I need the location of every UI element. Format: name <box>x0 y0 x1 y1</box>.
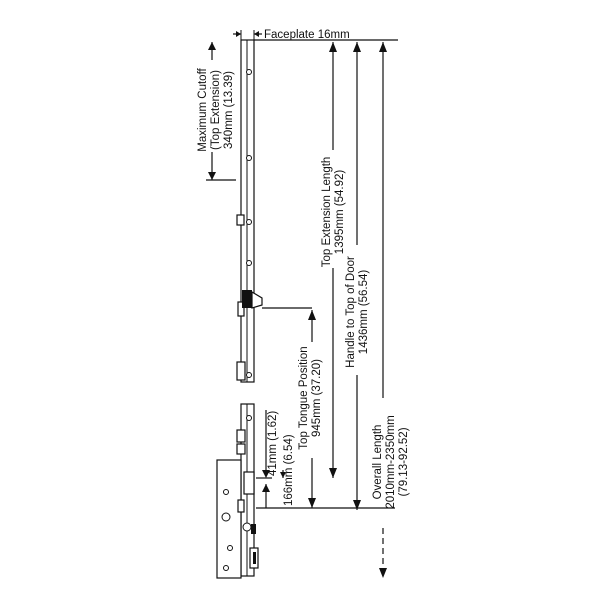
handle-label-2: 1436mm (56.54) <box>358 270 370 355</box>
max-cutoff-label-1: Maximum Cutoff <box>197 67 209 151</box>
max-cutoff-label-2: (Top Extension) <box>210 70 222 150</box>
overall-label-3: (79.13-92.52) <box>398 427 410 496</box>
top-extension-bar <box>236 39 263 383</box>
top-extension-label-1: Top Extension Length <box>321 157 333 268</box>
overall-label-2: 2010mm-2350mm <box>385 415 397 508</box>
dim-166-label: 166mm (6.54) <box>283 434 295 506</box>
tongue-label-1: Top Tongue Position <box>298 346 310 449</box>
small-dimensions: 41mm (1.62) 166mm (6.54) <box>256 410 395 509</box>
handle-label-1: Handle to Top of Door <box>345 256 357 368</box>
overall-length-dimension: Overall Length 2010mm-2350mm (79.13-92.5… <box>372 42 410 578</box>
top-extension-label-2: 1395mm (54.92) <box>334 170 346 255</box>
max-cutoff-label-3: 340mm (13.39) <box>223 71 235 149</box>
lock-gearbox <box>216 403 259 579</box>
faceplate-label: Faceplate 16mm <box>264 29 350 41</box>
max-cutoff-dimension: Maximum Cutoff (Top Extension) 340mm (13… <box>197 42 236 181</box>
top-extension-length-dimension: Top Extension Length 1395mm (54.92) <box>321 42 346 478</box>
overall-label-1: Overall Length <box>372 425 384 500</box>
faceplate-dimension: Faceplate 16mm <box>233 29 398 41</box>
dim-41-label: 41mm (1.62) <box>267 411 279 476</box>
tongue-label-2: 945mm (37.20) <box>311 359 323 437</box>
top-tongue-dimension: Top Tongue Position 945mm (37.20) <box>262 307 323 508</box>
handle-to-top-dimension: Handle to Top of Door 1436mm (56.54) <box>345 42 370 510</box>
